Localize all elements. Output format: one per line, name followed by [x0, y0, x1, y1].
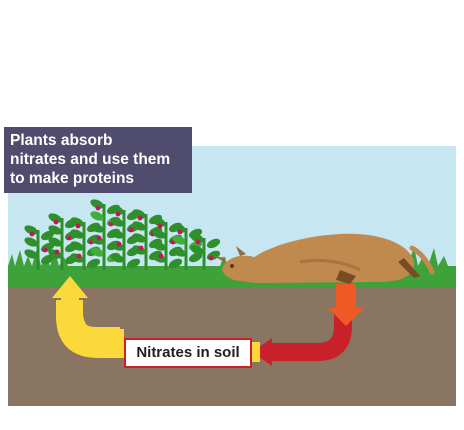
plant-icon — [152, 217, 183, 270]
plants — [24, 199, 221, 270]
callout-line: to make proteins — [10, 170, 135, 187]
nitrates-in-soil-label: Nitrates in soil — [124, 338, 252, 368]
callout-line: nitrates and use them — [10, 151, 171, 168]
dead-animal-icon — [214, 233, 435, 284]
cycle-arrow-icon — [52, 276, 124, 358]
plants-absorb-callout: Plants absorb nitrates and use them to m… — [4, 127, 192, 193]
cycle-arrow-icon — [252, 312, 352, 366]
plant-icon — [190, 233, 221, 270]
cycle-arrow-icon — [328, 284, 364, 326]
callout-line: Plants absorb — [10, 132, 113, 149]
